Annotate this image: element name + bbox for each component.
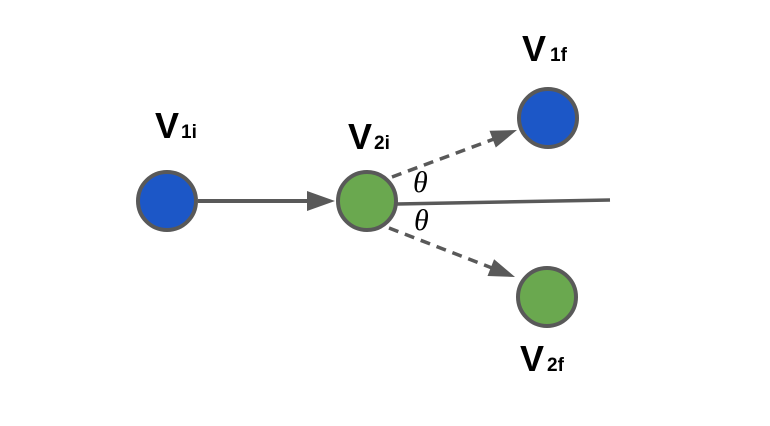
initial-velocity-arrowhead [307, 191, 335, 211]
label-v2i-main: V [348, 116, 372, 157]
label-theta-lower: θ [414, 204, 429, 237]
label-v1i-main: V [155, 105, 179, 146]
label-v2f-subscript: 2f [547, 355, 565, 376]
label-v2i-subscript: 2i [374, 133, 390, 154]
label-v1i-subscript: 1i [181, 122, 197, 143]
ball-v1f [517, 87, 579, 149]
ball-v2f [516, 266, 578, 328]
ball-v1i [136, 170, 198, 232]
label-theta-upper: θ [413, 166, 428, 199]
horizontal-reference-line [396, 198, 611, 206]
v2f-arrow-shaft [388, 226, 493, 270]
v1f-arrow-shaft [391, 137, 495, 179]
v2f-arrowhead [487, 259, 515, 277]
ball-v2i [336, 170, 398, 232]
label-v1f-main: V [522, 28, 546, 69]
v1f-arrowhead [489, 130, 517, 148]
label-v1f-subscript: 1f [550, 45, 568, 66]
label-v2f-main: V [520, 338, 544, 379]
